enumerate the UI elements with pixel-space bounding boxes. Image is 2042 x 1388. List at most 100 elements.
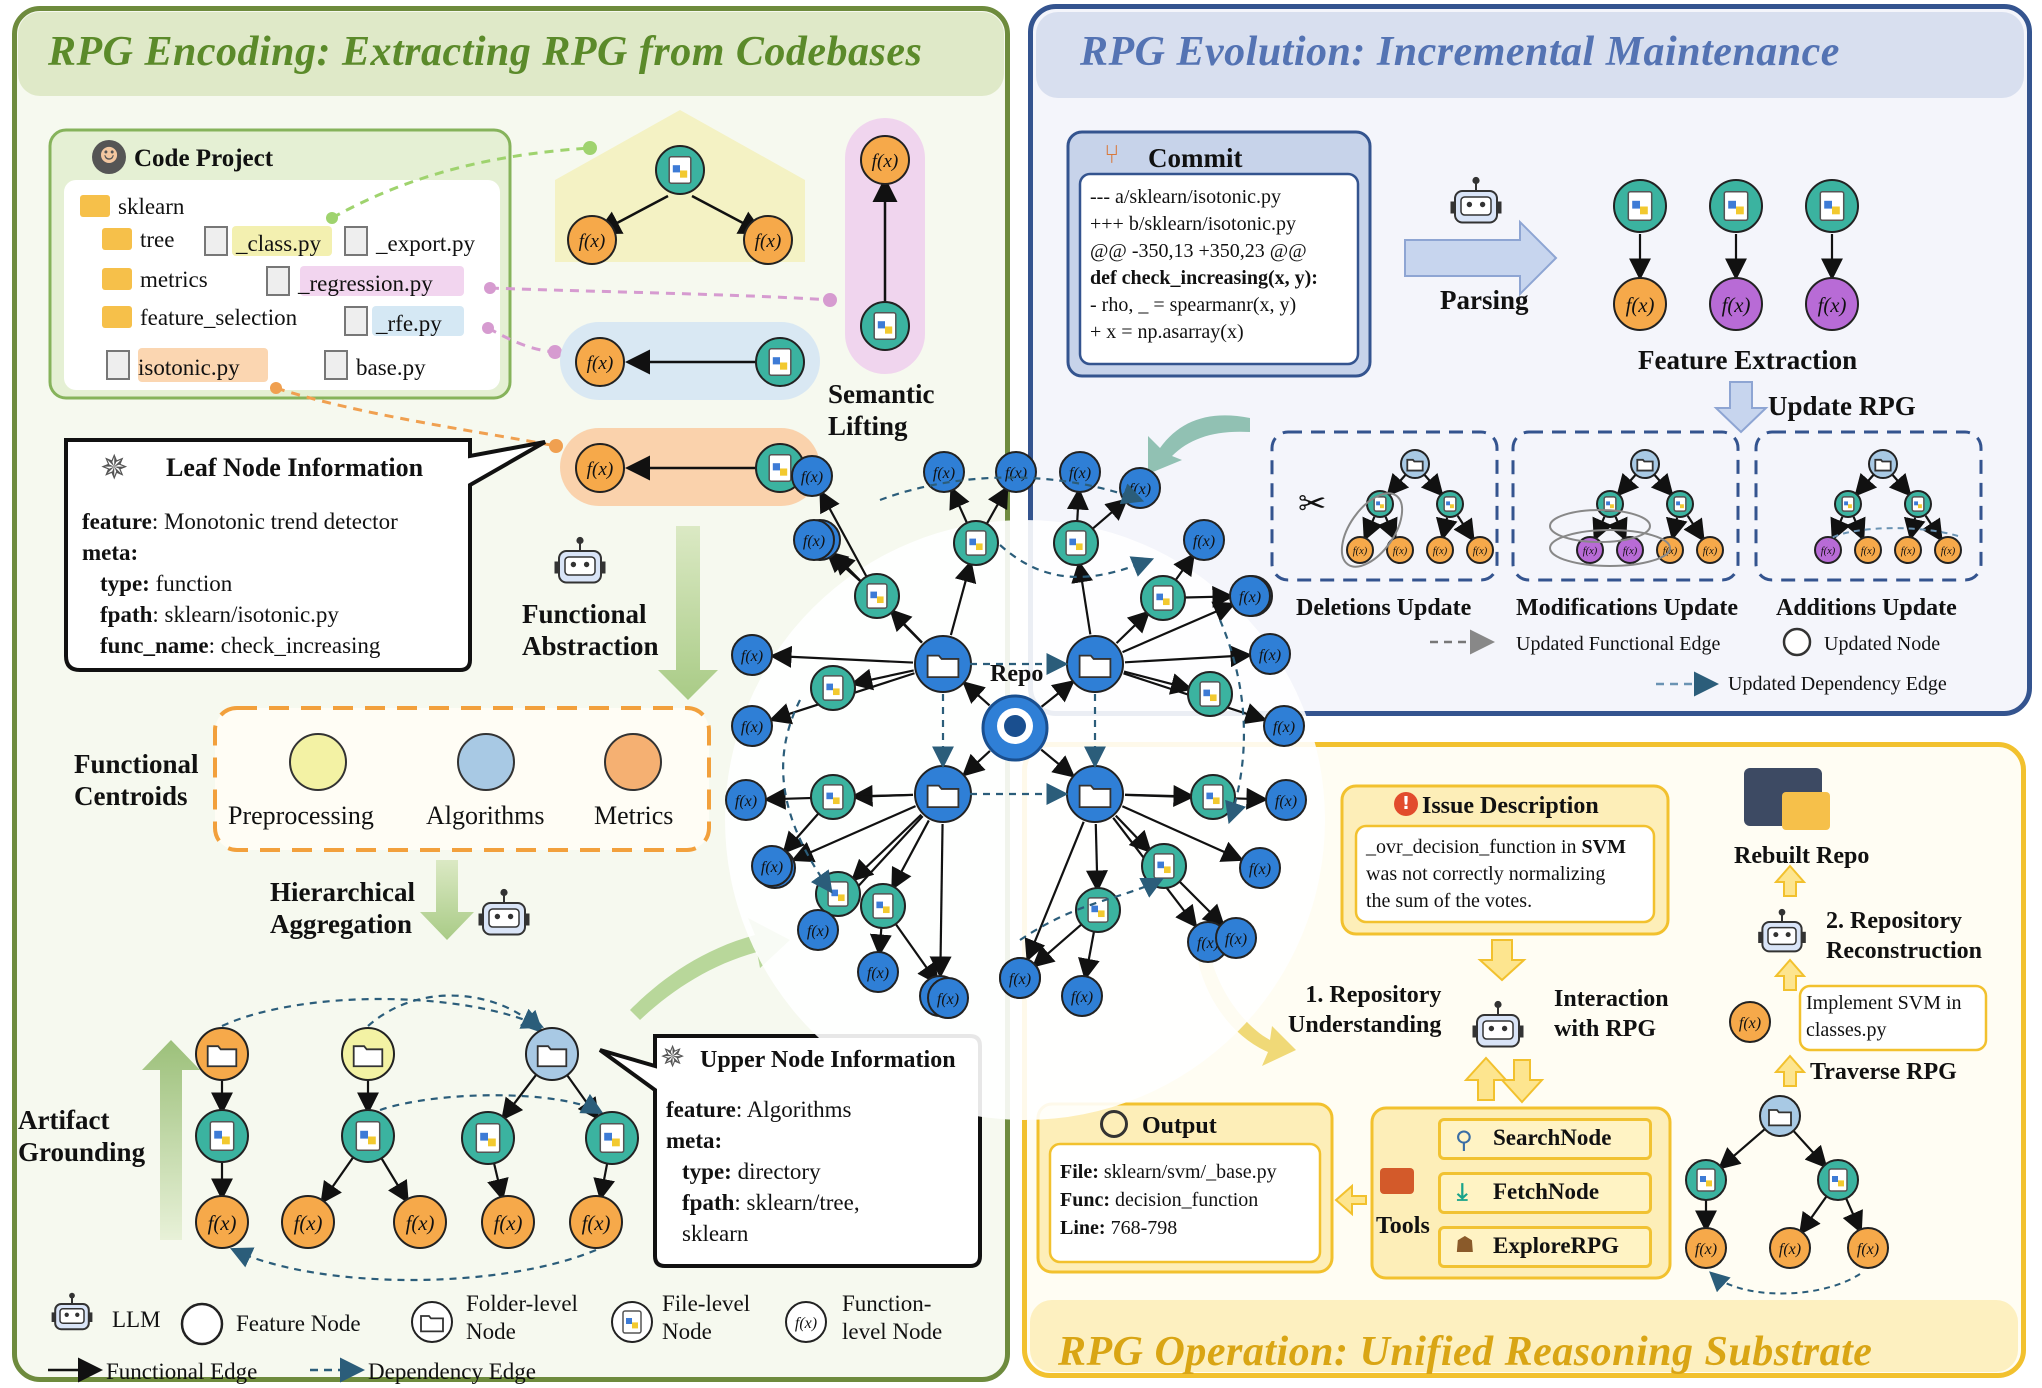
leaf-fpath-line: fpath: sklearn/isotonic.py	[100, 602, 339, 627]
svg-text:f(x): f(x)	[761, 859, 783, 876]
encoding-title-bar	[18, 12, 1004, 96]
fx-node: f(x)	[1263, 705, 1305, 747]
fx-node: f(x)	[1239, 847, 1281, 889]
fx-node: f(x)	[927, 977, 969, 1019]
robot-llm-icon	[51, 1292, 93, 1331]
svg-text:f(x): f(x)	[1695, 1241, 1717, 1258]
fx-node: f(x)	[743, 215, 793, 265]
svg-text:f(x): f(x)	[1473, 546, 1488, 557]
deletions-update-label: Deletions Update	[1296, 595, 1472, 621]
folder-tree[interactable]: tree	[102, 226, 174, 254]
parsing-label: Parsing	[1440, 285, 1529, 315]
folder-node	[341, 1027, 395, 1081]
commit-title: Commit	[1148, 143, 1243, 173]
fx-node: f(x)	[1847, 1227, 1889, 1269]
search-node-tool[interactable]: ⚲SearchNode	[1438, 1118, 1652, 1160]
file-node	[1666, 490, 1694, 518]
legend-function-node: Function- level Node	[842, 1291, 943, 1344]
fetch-node-tool[interactable]: ⤓FetchNode	[1438, 1172, 1652, 1214]
code-project-title: Code Project	[134, 145, 274, 172]
svg-text:f(x): f(x)	[1005, 465, 1027, 482]
svg-text:f(x): f(x)	[1197, 935, 1219, 952]
upper-fpath-line-2: sklearn	[682, 1221, 749, 1246]
fx-node: f(x)	[1386, 536, 1414, 564]
file-node	[1075, 887, 1121, 933]
svg-text:f(x): f(x)	[587, 459, 614, 480]
fx-node: f(x)	[1215, 917, 1257, 959]
hierarchical-aggregation-label: Hierarchical Aggregation	[270, 877, 415, 939]
fx-node: f(x)	[999, 957, 1041, 999]
legend-updated-functional-edge: Updated Functional Edge	[1516, 633, 1721, 655]
commit-diff: --- a/sklearn/isotonic.py +++ b/sklearn/…	[1090, 184, 1318, 346]
download-icon: ⤓	[1457, 1178, 1468, 1206]
svg-text:f(x): f(x)	[1818, 294, 1847, 317]
svg-text:f(x): f(x)	[1129, 481, 1151, 498]
folder-feature-selection[interactable]: feature_selection	[102, 304, 297, 332]
explore-rpg-tool[interactable]: ☗ExploreRPG	[1438, 1226, 1652, 1268]
file-node	[195, 1109, 249, 1163]
leaf-info-title: Leaf Node Information	[166, 453, 424, 482]
file-node	[1187, 671, 1233, 717]
parsing-arrow	[1404, 219, 1558, 297]
folder-metrics[interactable]: metrics	[102, 266, 208, 294]
svg-text:f(x): f(x)	[801, 469, 823, 486]
toolbox-icon	[1380, 1168, 1414, 1194]
svg-text:f(x): f(x)	[1703, 546, 1718, 557]
update-rpg-label: Update RPG	[1768, 391, 1916, 421]
file-node	[953, 520, 999, 566]
svg-text:f(x): f(x)	[1353, 546, 1368, 557]
file-node	[1817, 1159, 1859, 1201]
fx-node: f(x)	[1709, 277, 1763, 331]
file-node	[1805, 179, 1859, 233]
scissors-icon: ✂	[1298, 484, 1327, 524]
svg-text:f(x): f(x)	[294, 1212, 323, 1235]
file-node-regression	[860, 301, 910, 351]
semantic-lifting-label: Semantic Lifting	[828, 379, 935, 441]
file-rfe[interactable]: _rfe.py	[344, 306, 442, 338]
file-node	[1141, 843, 1187, 889]
svg-text:f(x): f(x)	[1239, 589, 1261, 606]
file-regression[interactable]: _regression.py	[266, 266, 433, 298]
abstraction-arrow	[658, 526, 718, 700]
upper-info-lines: feature: Algorithms meta: type: director…	[666, 1094, 860, 1249]
legend-file-node: File-level Node	[662, 1291, 751, 1344]
diff-line: - rho, _ = spearmanr(x, y)	[1090, 294, 1297, 316]
file-class[interactable]: _class.py	[204, 226, 321, 258]
output-file-line: File: sklearn/svm/_base.py	[1060, 1161, 1277, 1183]
upper-feature-line: feature: Algorithms	[666, 1097, 852, 1122]
file-node	[1436, 490, 1464, 518]
folder-node	[525, 1027, 579, 1081]
robot-llm-icon	[1758, 908, 1806, 953]
encoding-title: RPG Encoding: Extracting RPG from Codeba…	[48, 29, 923, 75]
file-node	[1904, 490, 1932, 518]
centroid-algorithms: Algorithms	[426, 801, 545, 830]
additions-update-label: Additions Update	[1776, 595, 1957, 621]
functional-centroids-label: Functional Centroids	[74, 749, 199, 811]
file-node	[1140, 575, 1186, 621]
fx-node: f(x)	[1426, 536, 1454, 564]
diff-line: + x = np.asarray(x)	[1090, 321, 1244, 343]
implement-text: Implement SVM in classes.py	[1806, 992, 1962, 1041]
reconstruction-label: 2. Repository Reconstruction	[1826, 908, 1982, 964]
folder-sklearn[interactable]: sklearn	[80, 188, 184, 226]
file-node	[810, 774, 856, 820]
legend-functional-edge: Functional Edge	[106, 1359, 258, 1384]
network-icon: ✵	[100, 448, 129, 488]
file-base[interactable]: base.py	[324, 350, 426, 382]
svg-text:f(x): f(x)	[1583, 546, 1598, 557]
functional-abstraction-label: Functional Abstraction	[522, 599, 659, 661]
leaf-meta-line: meta:	[82, 540, 139, 565]
folder-node	[1400, 449, 1430, 479]
svg-text:f(x): f(x)	[795, 1315, 817, 1332]
folder-icon	[102, 268, 132, 290]
to-repo-arrow	[630, 918, 790, 1020]
file-node	[1834, 490, 1862, 518]
fx-node: f(x)	[481, 1195, 535, 1249]
fx-node: f(x)	[1229, 575, 1271, 617]
file-isotonic[interactable]: isotonic.py	[106, 350, 240, 382]
file-export[interactable]: _export.py	[344, 226, 475, 258]
operation-title-bar	[1030, 1300, 2018, 1372]
svg-text:f(x): f(x)	[735, 793, 757, 810]
legend-file-icon	[611, 1301, 653, 1343]
robot-llm-icon	[1450, 176, 1502, 224]
